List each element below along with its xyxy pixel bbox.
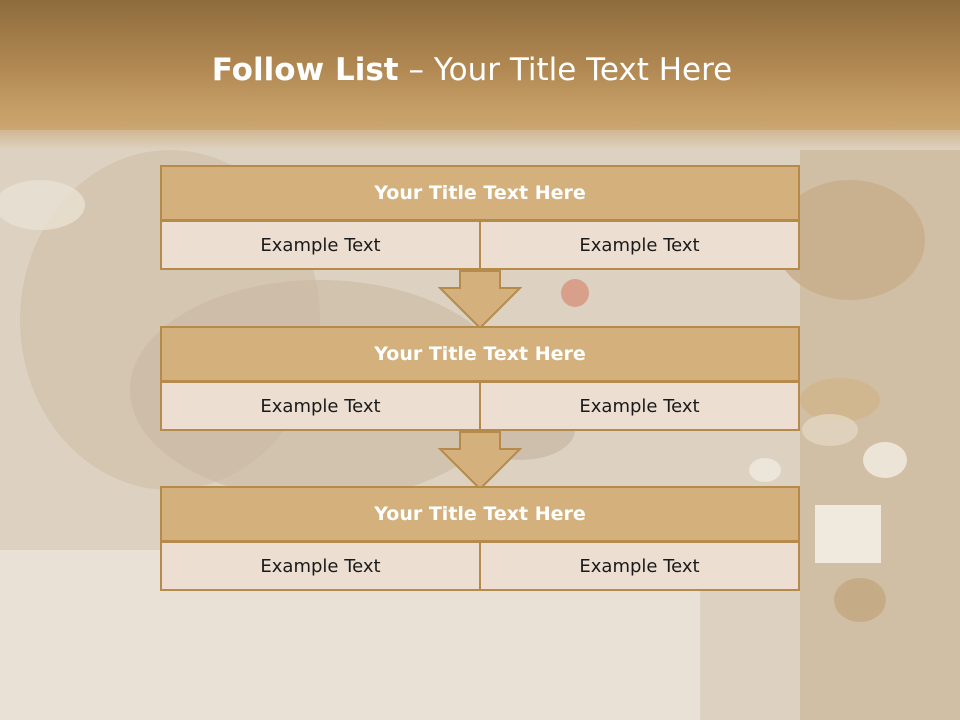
step-3-right-text: Example Text bbox=[479, 541, 800, 591]
step-3: Your Title Text Here Example Text Exampl… bbox=[160, 486, 800, 591]
step-2-right-text: Example Text bbox=[479, 381, 800, 431]
down-arrow-icon bbox=[438, 431, 522, 491]
step-1: Your Title Text Here Example Text Exampl… bbox=[160, 165, 800, 270]
down-arrow-icon bbox=[438, 270, 522, 330]
step-1-title: Your Title Text Here bbox=[160, 165, 800, 221]
step-2-left-text: Example Text bbox=[160, 381, 481, 431]
step-1-left-text: Example Text bbox=[160, 220, 481, 270]
title-bar bbox=[0, 0, 960, 150]
slide-title: Follow List – Your Title Text Here bbox=[0, 52, 944, 88]
step-2: Your Title Text Here Example Text Exampl… bbox=[160, 326, 800, 431]
title-subtitle: – Your Title Text Here bbox=[398, 52, 733, 88]
title-bold: Follow List bbox=[211, 52, 399, 88]
step-3-left-text: Example Text bbox=[160, 541, 481, 591]
step-2-title: Your Title Text Here bbox=[160, 326, 800, 382]
step-3-title: Your Title Text Here bbox=[160, 486, 800, 542]
step-1-right-text: Example Text bbox=[479, 220, 800, 270]
